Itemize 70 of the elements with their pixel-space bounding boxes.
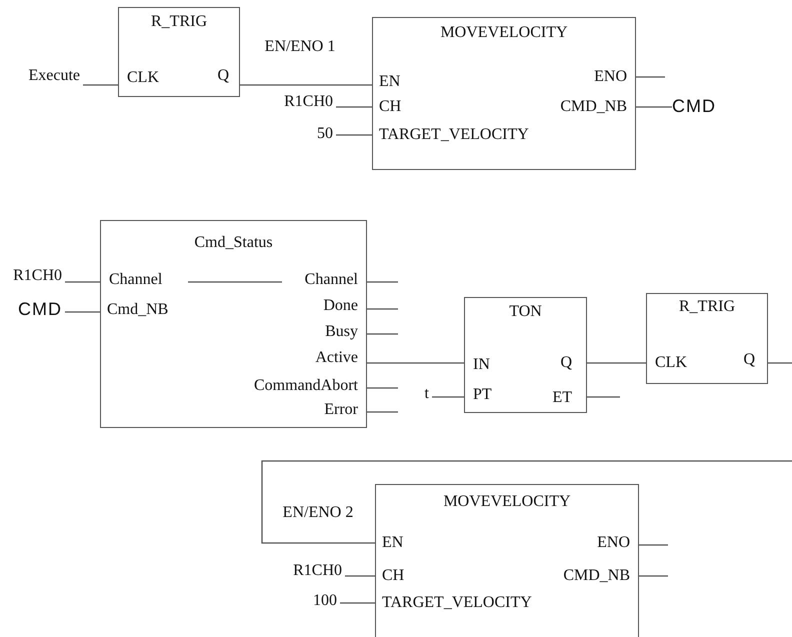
connection-line	[240, 84, 372, 86]
signal-line	[587, 396, 620, 398]
variable-label: R1CH0	[293, 562, 345, 580]
signal-line	[367, 333, 398, 335]
connection-line	[336, 106, 372, 108]
connection-line	[340, 602, 375, 604]
pin-label: Busy	[325, 323, 358, 341]
pin-label: EN	[379, 73, 400, 91]
variable-label: CMD	[672, 97, 716, 115]
connection-line	[83, 84, 118, 86]
function-block	[372, 17, 636, 170]
pin-label: Channel	[304, 271, 358, 289]
pin-label: Q	[743, 351, 755, 369]
connection-line	[336, 134, 372, 136]
connection-line	[587, 362, 646, 364]
block-title: R_TRIG	[678, 298, 736, 316]
pin-label: EN	[382, 534, 404, 552]
pin-label: ET	[552, 389, 572, 407]
block-title: Cmd_Status	[193, 234, 274, 252]
variable-label: 100	[313, 592, 340, 610]
connection-line	[367, 362, 464, 364]
connection-line	[636, 106, 672, 108]
pin-label: CMD_NB	[563, 567, 630, 585]
pin-label: Error	[324, 401, 358, 419]
signal-line	[367, 411, 398, 413]
pin-label: CH	[382, 567, 404, 585]
pin-label: PT	[473, 386, 492, 404]
block-title: R_TRIG	[150, 13, 208, 31]
block-title: MOVEVELOCITY	[442, 493, 572, 511]
variable-label: R1CH0	[13, 267, 65, 285]
signal-line	[639, 544, 668, 546]
signal-line	[367, 387, 398, 389]
pin-label: CommandAbort	[254, 377, 358, 395]
pin-label: ENO	[597, 534, 630, 552]
connection-line	[345, 575, 375, 577]
pin-label: CLK	[127, 69, 159, 87]
signal-line	[367, 281, 398, 283]
signal-line	[639, 575, 668, 577]
function-block	[118, 7, 240, 97]
pin-label: Q	[217, 67, 229, 85]
signal-line	[768, 362, 792, 364]
pin-label: CMD_NB	[560, 98, 627, 116]
variable-label: R1CH0	[284, 93, 336, 111]
pin-label: Done	[323, 297, 358, 315]
variable-label: 50	[317, 125, 336, 143]
function-block	[100, 220, 367, 428]
connection-line	[432, 396, 464, 398]
pin-label: Active	[315, 349, 358, 367]
function-block	[464, 297, 587, 413]
variable-label: CMD	[18, 300, 65, 318]
pin-label: IN	[473, 356, 490, 374]
connection-line	[65, 311, 100, 313]
function-block	[375, 484, 639, 637]
signal-line	[367, 308, 398, 310]
pin-label: TARGET_VELOCITY	[379, 126, 529, 144]
pin-label: CH	[379, 98, 402, 116]
pin-label: TARGET_VELOCITY	[382, 594, 532, 612]
signal-line	[261, 460, 792, 544]
variable-label: Execute	[28, 67, 83, 85]
block-title: TON	[508, 303, 543, 321]
pin-label: Cmd_NB	[107, 301, 168, 319]
function-block	[646, 293, 768, 384]
signal-line	[636, 76, 665, 78]
pin-label: CLK	[655, 354, 687, 372]
connection-line	[65, 281, 100, 283]
block-title: MOVEVELOCITY	[439, 24, 569, 42]
pin-label: Channel	[109, 271, 162, 289]
pin-label: Q	[560, 354, 572, 372]
pin-label: ENO	[594, 68, 627, 86]
variable-label: t	[424, 385, 432, 403]
